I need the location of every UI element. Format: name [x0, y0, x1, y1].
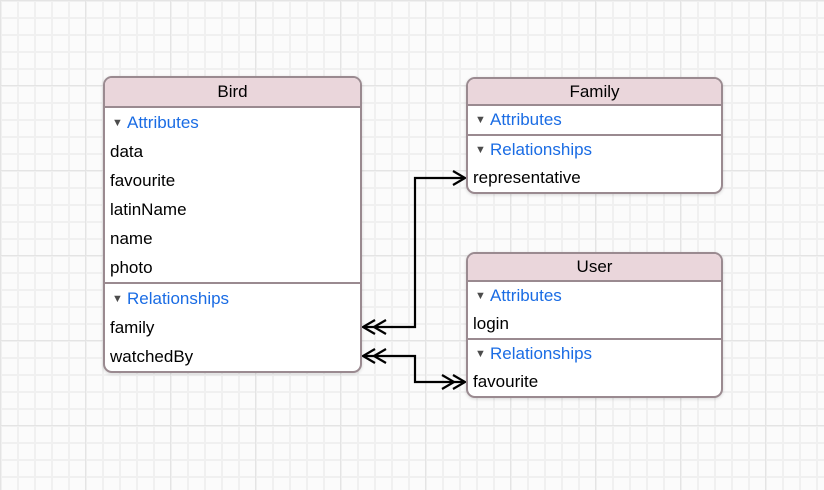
disclosure-triangle-icon[interactable]: ▼	[112, 116, 123, 129]
entity-bird-attributes-section: ▼ Attributes data favourite latinName na…	[105, 108, 360, 282]
bird-relationships-section-header[interactable]: ▼ Relationships	[105, 284, 360, 313]
disclosure-triangle-icon[interactable]: ▼	[475, 348, 486, 360]
bird-attributes-section-header[interactable]: ▼ Attributes	[105, 108, 360, 137]
attribute-row-latinName[interactable]: latinName	[110, 199, 187, 219]
user-relationships-section-header[interactable]: ▼ Relationships	[468, 340, 721, 368]
attribute-row-data[interactable]: data	[110, 141, 144, 161]
connector-bird-family[interactable]	[360, 170, 468, 335]
relationship-row-representative[interactable]: representative	[473, 168, 581, 187]
to-one-arrowhead-icon	[452, 170, 468, 186]
disclosure-triangle-icon[interactable]: ▼	[475, 114, 486, 126]
connector-bird-family-path	[364, 176, 463, 329]
to-many-arrowhead-icon	[360, 348, 387, 364]
relationship-row-family[interactable]: family	[110, 317, 155, 337]
entity-family[interactable]: Family ▼ Attributes ▼ Relationships repr…	[466, 77, 723, 194]
family-attributes-section-header[interactable]: ▼ Attributes	[468, 106, 721, 134]
entity-family-relationships-section: ▼ Relationships representative	[468, 134, 721, 192]
section-label-relationships: Relationships	[490, 344, 593, 363]
entity-user-title[interactable]: User	[468, 254, 721, 282]
section-label-attributes: Attributes	[490, 110, 562, 129]
attribute-row-photo[interactable]: photo	[110, 257, 153, 277]
entity-user[interactable]: User ▼ Attributes login ▼ Relationships …	[466, 252, 723, 398]
entity-family-attributes-section: ▼ Attributes	[468, 106, 721, 134]
to-many-arrowhead-icon	[441, 374, 468, 390]
entity-family-title[interactable]: Family	[468, 79, 721, 106]
entity-bird[interactable]: Bird ▼ Attributes data favourite latinNa…	[103, 76, 362, 373]
attribute-row-name[interactable]: name	[110, 228, 153, 248]
relationship-row-favourite[interactable]: favourite	[473, 372, 539, 391]
entity-user-attributes-section: ▼ Attributes login	[468, 282, 721, 338]
family-relationships-section-header[interactable]: ▼ Relationships	[468, 136, 721, 164]
relationship-row-watchedBy[interactable]: watchedBy	[110, 346, 194, 366]
section-label-attributes: Attributes	[127, 112, 199, 132]
to-many-arrowhead-icon	[360, 319, 387, 335]
user-attributes-section-header[interactable]: ▼ Attributes	[468, 282, 721, 310]
entity-user-relationships-section: ▼ Relationships favourite	[468, 338, 721, 396]
entity-bird-relationships-section: ▼ Relationships family watchedBy	[105, 282, 360, 371]
attribute-row-favourite[interactable]: favourite	[110, 170, 176, 190]
section-label-relationships: Relationships	[127, 288, 230, 308]
disclosure-triangle-icon[interactable]: ▼	[475, 144, 486, 156]
connector-bird-user[interactable]	[360, 348, 468, 390]
entity-bird-title[interactable]: Bird	[105, 78, 360, 108]
disclosure-triangle-icon[interactable]: ▼	[475, 290, 486, 302]
attribute-row-login[interactable]: login	[473, 314, 509, 333]
disclosure-triangle-icon[interactable]: ▼	[112, 292, 123, 305]
connector-bird-user-path	[364, 354, 463, 384]
section-label-relationships: Relationships	[490, 140, 593, 159]
section-label-attributes: Attributes	[490, 286, 562, 305]
